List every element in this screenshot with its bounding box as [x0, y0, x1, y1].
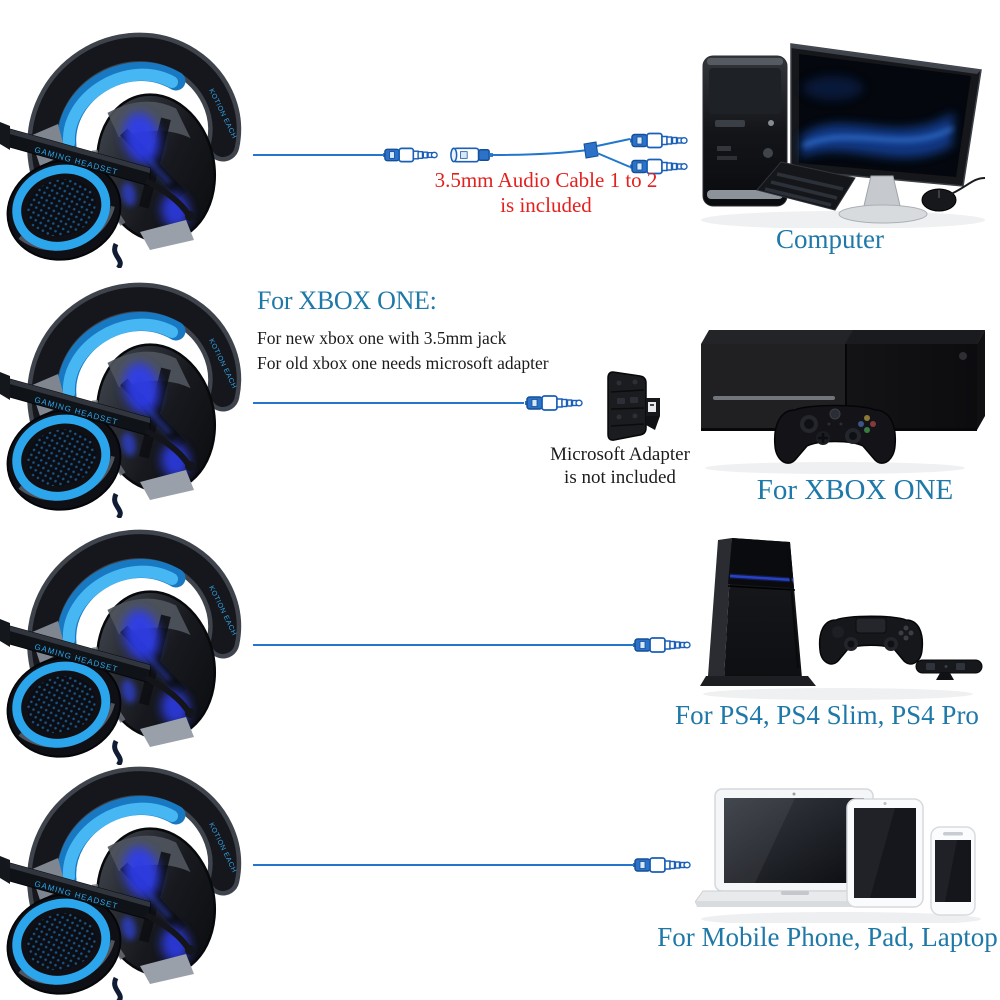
headset-image-row2 — [0, 268, 250, 518]
audio-cable-splitter-diagram — [253, 132, 688, 175]
male-plug-icon — [630, 132, 688, 149]
xbox-caption: For XBOX ONE — [756, 474, 954, 506]
cable-line — [596, 138, 631, 147]
cable-note-line1: 3.5mm Audio Cable 1 to 2 — [434, 168, 658, 192]
adapter-note-line1: Microsoft Adapter — [550, 444, 690, 465]
cable-line — [596, 152, 631, 168]
xbox-detail-line2: For old xbox one needs microsoft adapter — [257, 352, 549, 373]
splitter-junction — [583, 141, 599, 159]
male-plug-icon — [633, 857, 691, 873]
ps4-caption: For PS4, PS4 Slim, PS4 Pro — [675, 700, 979, 730]
xbox-cable-diagram — [253, 395, 583, 411]
computer-caption: Computer — [776, 224, 884, 254]
ps4-cable-diagram — [253, 637, 691, 653]
xbox-console-image — [699, 328, 987, 476]
xbox-detail-line1: For new xbox one with 3.5mm jack — [257, 328, 507, 348]
male-plug-icon — [383, 147, 439, 163]
mobile-cable-diagram — [253, 857, 691, 873]
microsoft-adapter-image — [607, 371, 661, 441]
xbox-detail-lines: For new xbox one with 3.5mm jack For old… — [257, 326, 549, 376]
headset-image-row4 — [0, 752, 250, 1000]
ps4-console-image — [688, 528, 988, 700]
cable-included-note: 3.5mm Audio Cable 1 to 2 is included — [366, 168, 726, 218]
adapter-note-line2: is not included — [564, 466, 676, 488]
adapter-note: Microsoft Adapter is not included — [470, 444, 770, 490]
cable-line — [492, 149, 589, 156]
mobile-caption: For Mobile Phone, Pad, Laptop — [657, 922, 998, 952]
xbox-heading: For XBOX ONE: — [257, 286, 437, 315]
male-plug-icon — [524, 395, 583, 411]
female-jack-icon — [450, 147, 493, 163]
headset-image-row3 — [0, 515, 250, 765]
headset-image-row1 — [0, 18, 250, 268]
computer-image — [693, 28, 993, 228]
cable-note-line2: is included — [500, 192, 592, 217]
male-plug-icon — [633, 637, 691, 653]
mobile-devices-image — [695, 788, 982, 923]
